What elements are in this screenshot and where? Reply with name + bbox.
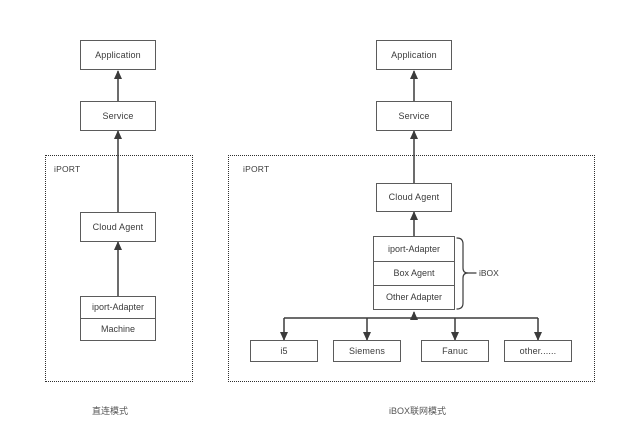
node-application-direct[interactable]: Application: [80, 40, 156, 70]
zone-label-iport-ibox: iPORT: [243, 164, 270, 174]
zone-iport-direct: [45, 155, 193, 382]
node-device-other[interactable]: other......: [504, 340, 572, 362]
node-service-ibox[interactable]: Service: [376, 101, 452, 131]
node-application-ibox[interactable]: Application: [376, 40, 452, 70]
node-device-i5[interactable]: i5: [250, 340, 318, 362]
node-cloud-agent-ibox[interactable]: Cloud Agent: [376, 183, 452, 212]
brace-label-ibox: iBOX: [479, 268, 499, 278]
node-machine-direct[interactable]: Machine: [100, 324, 136, 335]
node-cloud-agent-direct[interactable]: Cloud Agent: [80, 212, 156, 242]
stack-iport-adapter-machine: iport-Adapter Machine: [80, 296, 156, 341]
stack-ibox: iport-Adapter Box Agent Other Adapter: [373, 236, 455, 310]
node-device-fanuc[interactable]: Fanuc: [421, 340, 489, 362]
node-other-adapter[interactable]: Other Adapter: [385, 291, 443, 302]
caption-direct-mode: 直连模式: [92, 406, 129, 416]
zone-iport-ibox: [228, 155, 595, 382]
node-box-agent[interactable]: Box Agent: [374, 262, 454, 287]
node-service-direct[interactable]: Service: [80, 101, 156, 131]
caption-ibox-mode: iBOX联网模式: [389, 406, 447, 416]
zone-label-iport-direct: iPORT: [54, 164, 81, 174]
node-iport-adapter-direct[interactable]: iport-Adapter: [81, 297, 155, 319]
node-device-siemens[interactable]: Siemens: [333, 340, 401, 362]
node-iport-adapter-ibox[interactable]: iport-Adapter: [374, 237, 454, 262]
